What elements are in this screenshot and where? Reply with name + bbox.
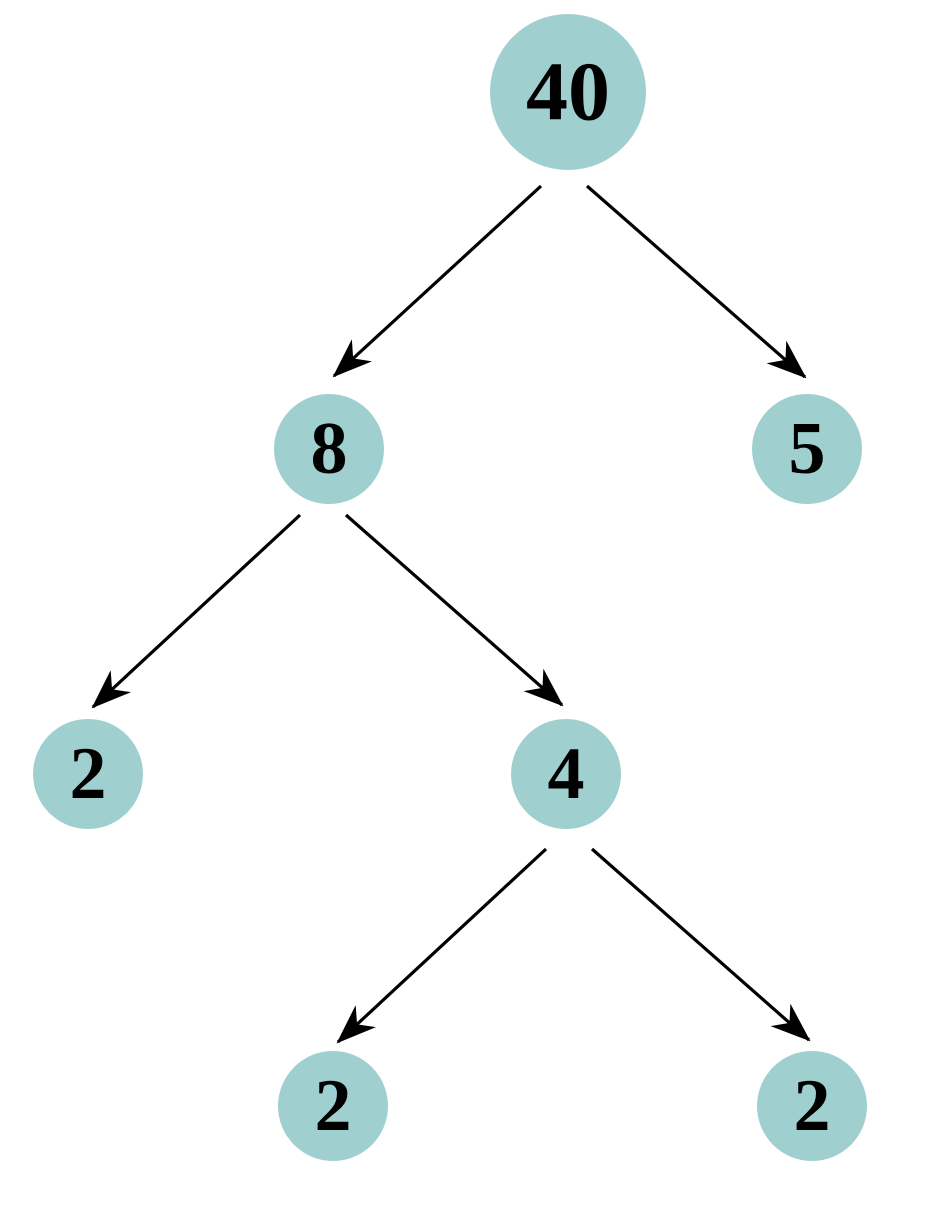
node-label: 4 bbox=[548, 733, 585, 815]
node-label: 8 bbox=[311, 408, 348, 490]
node-5: 5 bbox=[752, 394, 862, 504]
node-label: 40 bbox=[526, 46, 610, 139]
node-label: 2 bbox=[794, 1065, 831, 1147]
edge-8-to-4 bbox=[344, 513, 564, 707]
node-2-bottom-left: 2 bbox=[278, 1051, 388, 1161]
edges bbox=[91, 184, 811, 1044]
node-circle bbox=[757, 1051, 867, 1161]
edge-8-to-2 bbox=[91, 513, 302, 709]
node-circle bbox=[274, 394, 384, 504]
node-2-left: 2 bbox=[33, 719, 143, 829]
node-label: 2 bbox=[70, 733, 107, 815]
node-circle bbox=[490, 14, 646, 170]
node-4: 4 bbox=[511, 719, 621, 829]
node-label: 2 bbox=[315, 1065, 352, 1147]
node-circle bbox=[33, 719, 143, 829]
edge-4-to-2-right bbox=[590, 847, 811, 1042]
node-2-bottom-right: 2 bbox=[757, 1051, 867, 1161]
node-label: 5 bbox=[789, 408, 826, 490]
node-circle bbox=[278, 1051, 388, 1161]
node-8: 8 bbox=[274, 394, 384, 504]
edge-40-to-5 bbox=[585, 184, 807, 379]
node-circle bbox=[511, 719, 621, 829]
node-circle bbox=[752, 394, 862, 504]
node-40: 40 bbox=[490, 14, 646, 170]
edge-4-to-2-left bbox=[336, 847, 548, 1044]
edge-40-to-8 bbox=[332, 184, 543, 378]
